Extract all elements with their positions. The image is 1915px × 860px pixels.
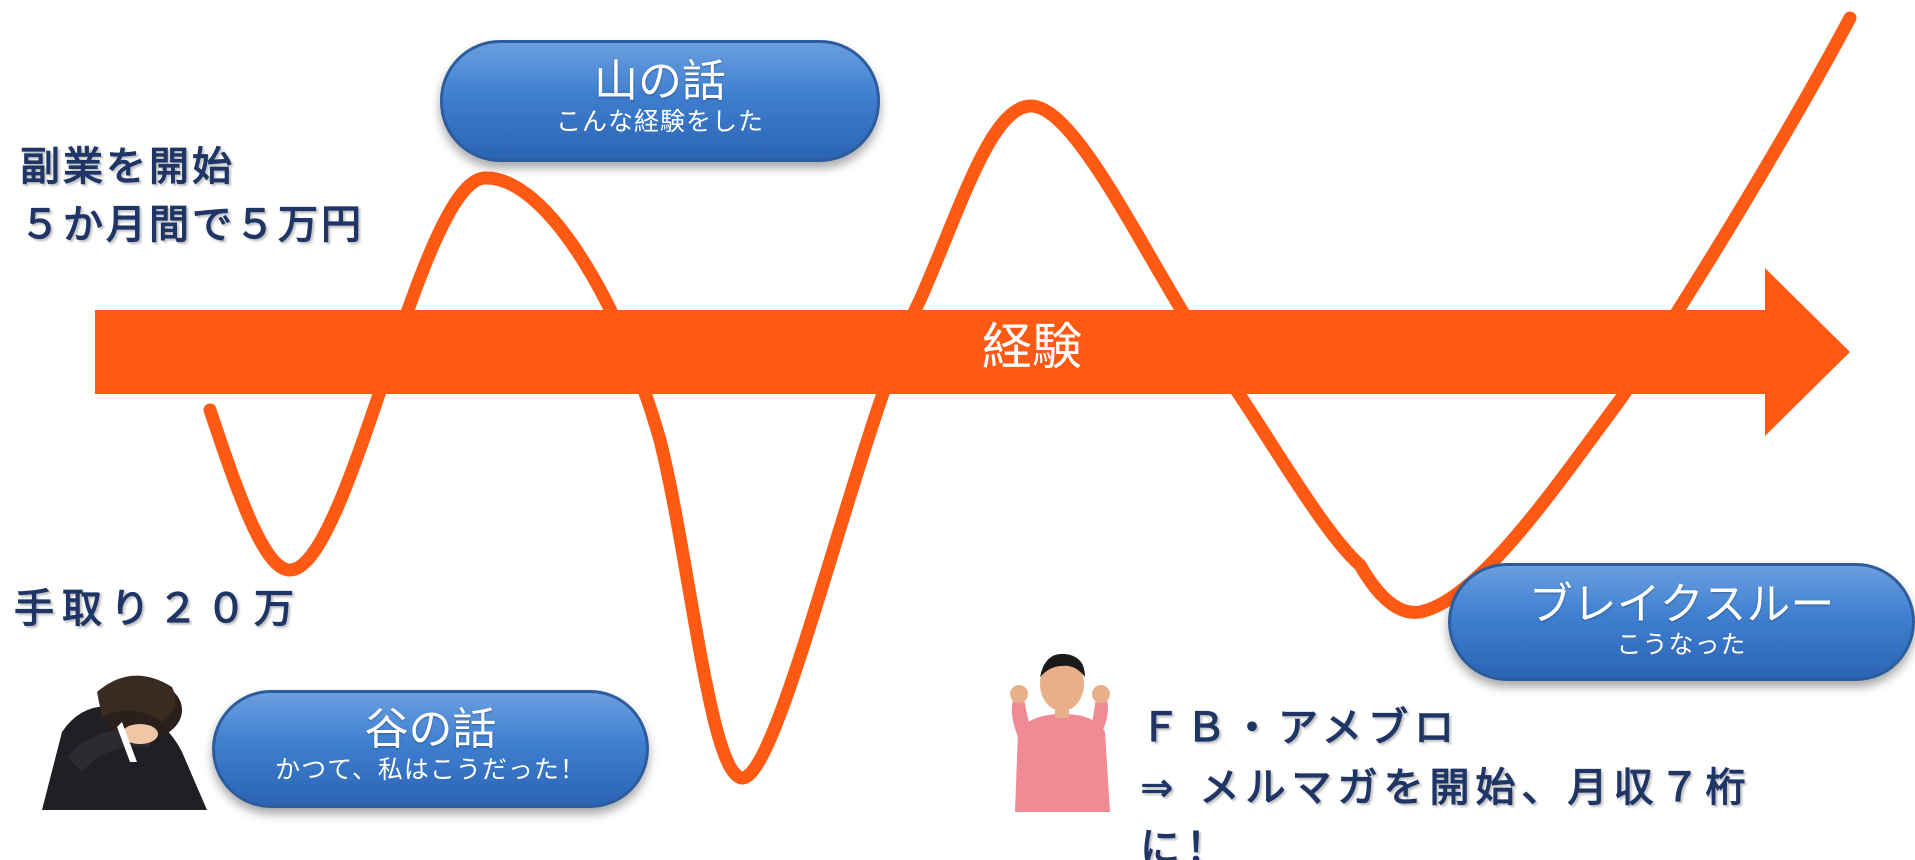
arrow-label: 経験 bbox=[982, 318, 1082, 376]
mountain-story-title: 山の話 bbox=[594, 56, 726, 107]
valley-story-subtitle: かつて、私はこうだった！ bbox=[275, 755, 586, 784]
result-note: ＦＢ・アメブロ ⇒ メルマガを開始、月収７桁 に！ bbox=[1140, 698, 1751, 860]
mountain-story-subtitle: こんな経験をした bbox=[555, 107, 764, 136]
result-note-line3: に！ bbox=[1140, 825, 1232, 860]
mountain-story-box: 山の話 こんな経験をした bbox=[440, 40, 880, 162]
breakthrough-subtitle: こうなった bbox=[1616, 630, 1747, 659]
side-job-note: 副業を開始 ５か月間で５万円 bbox=[20, 138, 364, 254]
result-note-line1: ＦＢ・アメブロ bbox=[1140, 705, 1460, 751]
side-job-note-line1: 副業を開始 bbox=[20, 144, 235, 190]
result-note-line2: ⇒ メルマガを開始、月収７桁 bbox=[1140, 765, 1752, 811]
sad-businessperson-image bbox=[42, 675, 207, 810]
breakthrough-title: ブレイクスルー bbox=[1528, 579, 1835, 630]
valley-story-box: 谷の話 かつて、私はこうだった！ bbox=[212, 690, 649, 808]
experience-arrow bbox=[95, 268, 1850, 436]
breakthrough-box: ブレイクスルー こうなった bbox=[1448, 563, 1915, 681]
salary-note: 手取り２０万 bbox=[14, 586, 302, 632]
side-job-note-line2: ５か月間で５万円 bbox=[20, 202, 364, 248]
valley-story-title: 谷の話 bbox=[364, 704, 497, 755]
happy-man-image bbox=[1010, 653, 1110, 812]
